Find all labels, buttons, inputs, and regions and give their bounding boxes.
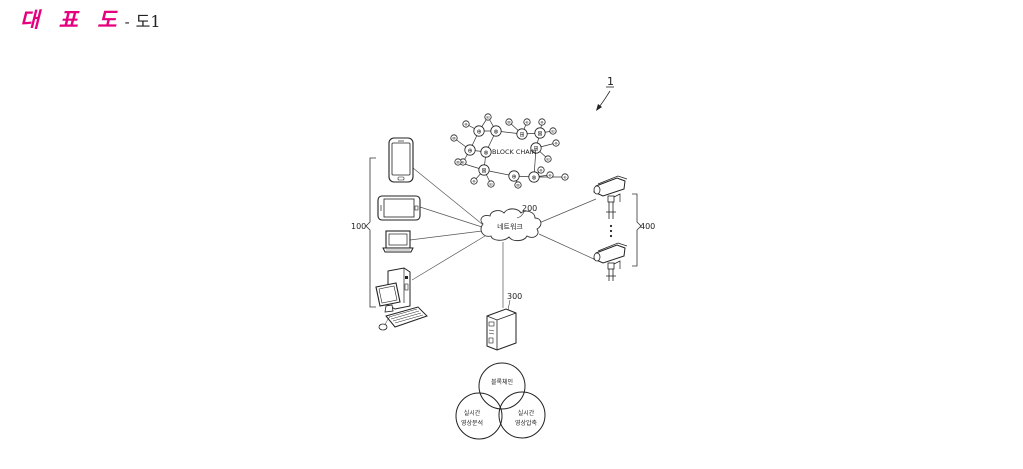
venn-realtime-compression-line2: 영상압축 bbox=[515, 419, 538, 427]
venn-realtime-compression-line1: 실시간 bbox=[518, 409, 535, 417]
blockchain-node: ⊠ bbox=[534, 127, 546, 139]
svg-text:⊗: ⊗ bbox=[539, 168, 542, 172]
laptop-icon bbox=[382, 230, 414, 253]
blockchain-node: ⊞ bbox=[516, 128, 528, 140]
cameras-ref-label: 400 bbox=[640, 222, 655, 231]
tablet-icon bbox=[377, 195, 421, 221]
svg-text:⊞: ⊞ bbox=[551, 129, 554, 133]
clients-ref-label: 100 bbox=[351, 222, 366, 231]
blockchain-node: ⊕ bbox=[473, 125, 485, 137]
blockchain-nodes: ⊗⊞⊠⊕⊗⊞⊠⊕⊗⊞⊠⊕⊗⊞⊠⊕⊗⊕⊗⊞⊠⊕⊗⊞⊠⊕⊗ bbox=[450, 113, 569, 189]
svg-text:⊗: ⊗ bbox=[464, 122, 467, 126]
blockchain-node: ⊠ bbox=[505, 118, 513, 126]
svg-text:⊕: ⊕ bbox=[461, 160, 464, 164]
svg-text:⊗: ⊗ bbox=[483, 149, 488, 156]
svg-text:⊕: ⊕ bbox=[476, 128, 481, 135]
page-header: 대 표 도 - 도1 bbox=[20, 4, 161, 32]
cctv-camera-icon bbox=[593, 175, 628, 219]
svg-text:⊠: ⊠ bbox=[537, 130, 542, 137]
blockchain-node: ⊠ bbox=[514, 181, 522, 189]
network-label: 네트워크 bbox=[497, 222, 523, 231]
blockchain-node: ⊕ bbox=[464, 144, 476, 156]
network-ref-label: 200 bbox=[522, 204, 537, 213]
svg-text:⊠: ⊠ bbox=[507, 120, 510, 124]
svg-text:⊞: ⊞ bbox=[546, 157, 549, 161]
blockchain-node: ⊞ bbox=[549, 127, 557, 135]
blockchain-node: ⊗ bbox=[490, 125, 502, 137]
blockchain-node: ⊕ bbox=[523, 118, 531, 126]
venn-realtime-analysis-line1: 실시간 bbox=[464, 409, 481, 417]
smartphone-icon bbox=[388, 137, 414, 183]
svg-text:⊕: ⊕ bbox=[548, 173, 551, 177]
svg-text:⊞: ⊞ bbox=[519, 131, 524, 138]
system-reference: 1 bbox=[596, 75, 614, 111]
blockchain-node: ⊕ bbox=[546, 171, 554, 179]
svg-text:⊠: ⊠ bbox=[516, 183, 519, 187]
blockchain-node: ⊞ bbox=[530, 142, 542, 154]
svg-text:⊞: ⊞ bbox=[533, 145, 538, 152]
venn-blockchain-label: 블록체인 bbox=[491, 378, 513, 386]
svg-text:⊞: ⊞ bbox=[489, 182, 492, 186]
system-ref-label: 1 bbox=[607, 75, 614, 88]
network-links bbox=[409, 167, 597, 308]
svg-text:⊕: ⊕ bbox=[511, 173, 516, 180]
blockchain-node: ⊗ bbox=[462, 120, 470, 128]
svg-text:⊕: ⊕ bbox=[467, 147, 472, 154]
vertical-ellipsis bbox=[609, 224, 613, 238]
svg-text:⊞: ⊞ bbox=[486, 115, 489, 119]
svg-text:⊕: ⊕ bbox=[563, 175, 566, 179]
svg-text:⊗: ⊗ bbox=[540, 120, 543, 124]
svg-text:⊠: ⊠ bbox=[481, 167, 486, 174]
blockchain-node: ⊞ bbox=[487, 180, 495, 188]
blockchain-node: ⊕ bbox=[508, 170, 520, 182]
server-ref-label: 300 bbox=[507, 292, 522, 301]
svg-text:⊠: ⊠ bbox=[456, 160, 459, 164]
cameras-bracket bbox=[632, 193, 642, 267]
blockchain-node: ⊕ bbox=[561, 173, 569, 181]
blockchain-node: ⊗ bbox=[537, 166, 545, 174]
blockchain-node: ⊠ bbox=[454, 158, 462, 166]
cctv-camera-icon bbox=[593, 242, 628, 281]
svg-text:⊗: ⊗ bbox=[472, 179, 475, 183]
figure-number: 도1 bbox=[135, 12, 161, 31]
blockchain-node: ⊞ bbox=[484, 113, 492, 121]
desktop-computer-icon bbox=[375, 267, 428, 331]
blockchain-node: ⊗ bbox=[528, 171, 540, 183]
blockchain-label: BLOCK CHAIN bbox=[492, 148, 537, 156]
network-cloud: 네트워크 bbox=[480, 208, 542, 242]
blockchain-node: ⊗ bbox=[480, 146, 492, 158]
network-reference: 200 bbox=[516, 204, 537, 219]
svg-text:⊕: ⊕ bbox=[525, 120, 528, 124]
blockchain-node: ⊞ bbox=[544, 155, 552, 163]
blockchain-node: ⊗ bbox=[552, 139, 560, 147]
svg-text:⊗: ⊗ bbox=[554, 141, 557, 145]
clients-bracket bbox=[365, 157, 376, 308]
svg-text:⊠: ⊠ bbox=[452, 136, 455, 140]
representative-drawing-title: 대 표 도 bbox=[20, 7, 123, 32]
svg-text:⊗: ⊗ bbox=[493, 128, 498, 135]
header-separator: - bbox=[124, 13, 130, 31]
blockchain-node: ⊗ bbox=[470, 177, 478, 185]
svg-text:⊗: ⊗ bbox=[531, 174, 536, 181]
blockchain-node: ⊠ bbox=[450, 134, 458, 142]
blockchain-node: ⊗ bbox=[538, 118, 546, 126]
blockchain-node: ⊠ bbox=[478, 164, 490, 176]
venn-diagram bbox=[455, 362, 546, 440]
server-icon bbox=[486, 308, 517, 351]
venn-realtime-analysis-line2: 영상분석 bbox=[461, 419, 483, 427]
